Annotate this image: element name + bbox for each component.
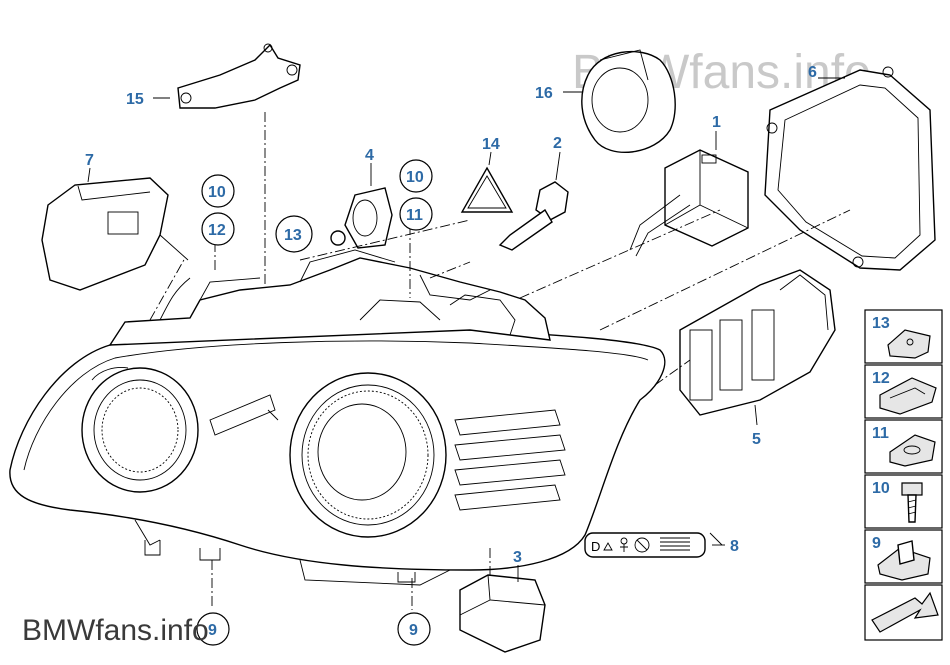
callout-12[interactable]: 12: [208, 222, 226, 239]
callout-circle-9a: [196, 612, 230, 646]
part-8-info-label: D: [584, 532, 706, 558]
part-1-xenon-bulb: [629, 149, 749, 257]
callout-circle-10a: [201, 174, 235, 208]
callout-8[interactable]: 8: [730, 538, 739, 555]
part-14-warning-label: [460, 166, 514, 213]
part-16-cover-cap: [581, 49, 676, 154]
next-page-arrow-icon[interactable]: [871, 591, 939, 633]
panel-label-13: 13: [872, 315, 890, 332]
callout-6[interactable]: 6: [808, 64, 817, 81]
callout-circle-13: [275, 215, 313, 253]
panel-label-10: 10: [872, 480, 890, 497]
screw-10-icon: [901, 482, 923, 496]
callout-10a[interactable]: 10: [208, 184, 226, 201]
leader-lines: [149, 112, 851, 610]
headlight-housing: [9, 249, 666, 586]
callout-circle-11: [399, 197, 433, 231]
small-warning-icon: [603, 542, 613, 551]
label-d-text: D: [591, 539, 600, 554]
part-6-gasket: [764, 66, 936, 271]
callout-14[interactable]: 14: [482, 136, 500, 153]
part-15-cover: [177, 43, 301, 109]
clip-13-icon: [887, 329, 931, 359]
callout-5[interactable]: 5: [752, 431, 761, 448]
callout-3[interactable]: 3: [513, 549, 522, 566]
part-7-control-unit: [41, 177, 189, 291]
callout-1[interactable]: 1: [712, 114, 721, 131]
callout-9a[interactable]: 9: [208, 622, 217, 639]
panel-label-9: 9: [872, 535, 881, 552]
part-4-bulb-socket: [330, 187, 393, 249]
nut-11-icon: [889, 434, 936, 467]
callout-circle-10b: [399, 159, 433, 193]
callout-circle-12: [201, 212, 235, 246]
panel-label-12: 12: [872, 370, 890, 387]
callout-circle-9b: [397, 612, 431, 646]
part-2-bulb: [498, 181, 569, 251]
warning-triangle-icon: [460, 166, 514, 213]
callout-11[interactable]: 11: [406, 207, 423, 224]
callout-2[interactable]: 2: [553, 135, 562, 152]
no-symbol-icon: [634, 537, 650, 553]
callout-13[interactable]: 13: [284, 227, 302, 244]
part-3-ballast: [459, 574, 546, 653]
callout-15[interactable]: 15: [126, 91, 144, 108]
fastener-panel: 13 12 11 10 9: [864, 309, 943, 641]
part-5-led-module: [679, 269, 836, 416]
callout-10b[interactable]: 10: [406, 169, 424, 186]
callout-4[interactable]: 4: [365, 147, 374, 164]
barcode-icon: [660, 537, 690, 551]
panel-label-11: 11: [872, 425, 889, 442]
clip-12-icon: [879, 377, 937, 415]
callout-leaders: [87, 77, 845, 582]
callout-16[interactable]: 16: [535, 85, 553, 102]
callout-9b[interactable]: 9: [409, 622, 418, 639]
watermark-bottom: BMWfans.info: [22, 614, 209, 647]
callout-7[interactable]: 7: [85, 152, 94, 169]
